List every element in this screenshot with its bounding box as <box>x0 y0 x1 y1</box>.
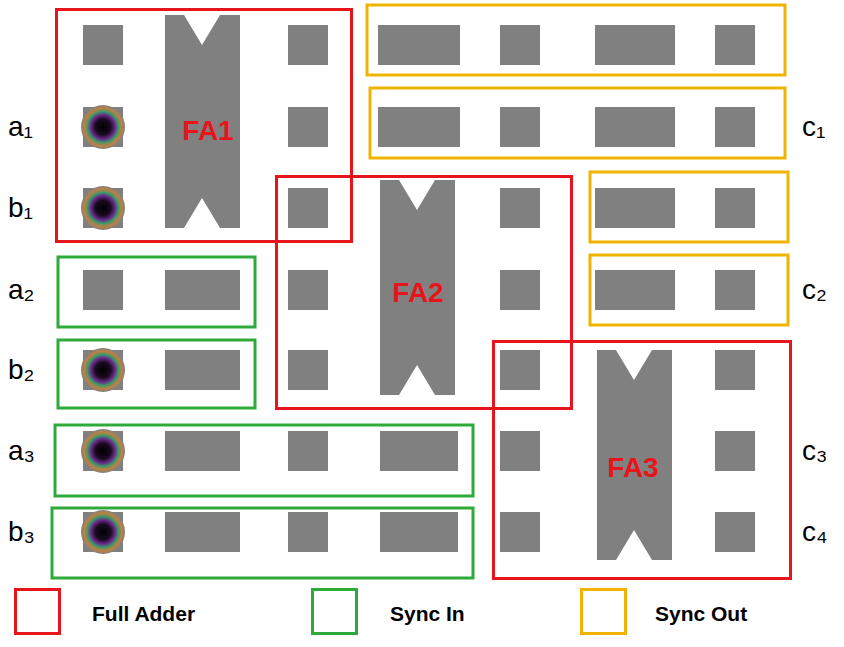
legend-swatch <box>580 588 627 635</box>
signal-name: b₃ <box>8 518 35 546</box>
signal-name: a₂ <box>8 276 34 304</box>
legend-label: Sync In <box>390 603 465 624</box>
signal-name: c₁ <box>802 113 825 141</box>
signal-name: a₃ <box>8 437 35 465</box>
sync-in-region <box>52 257 473 578</box>
signal-name: c₄ <box>802 518 827 546</box>
magnet-cells <box>83 15 755 560</box>
full-adder-box: FA2 <box>275 175 573 410</box>
adder-label: FA1 <box>182 117 233 145</box>
signal-name: c₂ <box>802 276 827 304</box>
signal-name: a₁ <box>8 113 33 141</box>
sync-out-region <box>367 5 788 325</box>
legend-swatch <box>14 588 61 635</box>
legend-label: Sync Out <box>655 603 747 624</box>
signal-name: b₂ <box>8 356 34 384</box>
legend-swatch <box>311 588 358 635</box>
signal-name: b₁ <box>8 194 33 222</box>
adder-label: FA2 <box>392 279 443 307</box>
full-adder-box: FA3 <box>492 340 792 580</box>
input-magnets <box>81 105 125 554</box>
signal-name: c₃ <box>802 437 827 465</box>
adder-label: FA3 <box>607 454 658 482</box>
legend-label: Full Adder <box>92 603 195 624</box>
full-adder-box: FA1 <box>55 8 353 243</box>
